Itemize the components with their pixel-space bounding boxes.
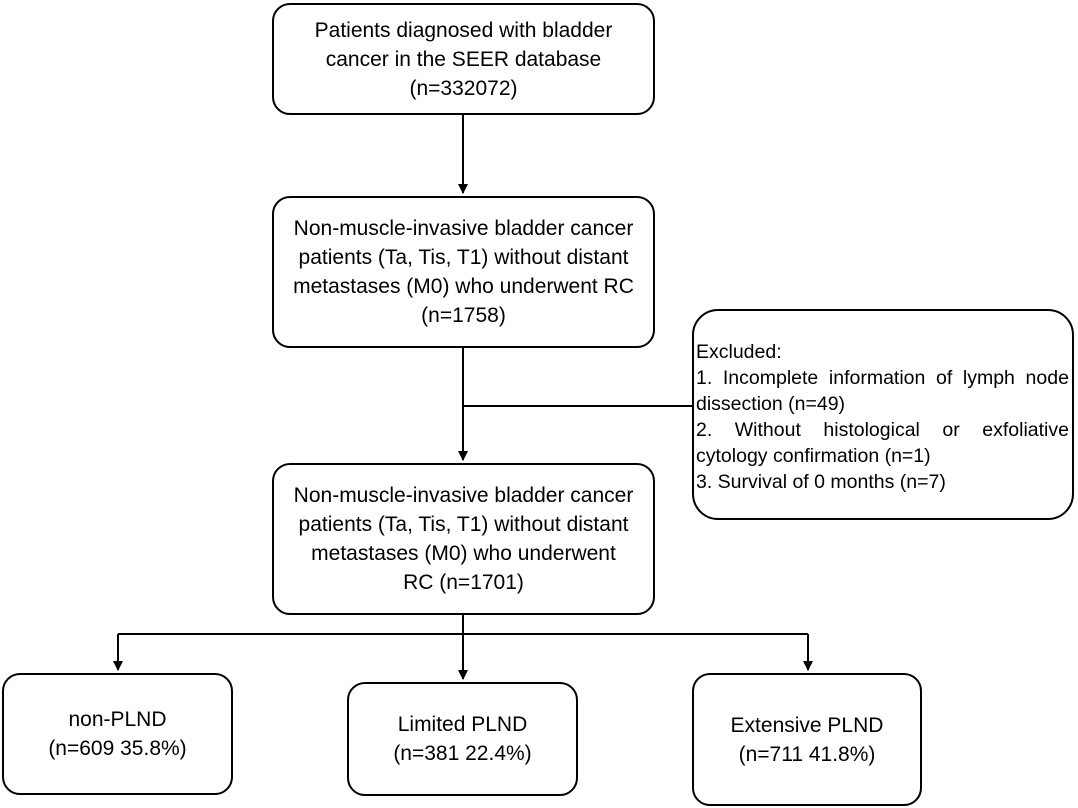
box-text-line: (n=1758): [421, 304, 506, 327]
box-text-line: Extensive PLND: [730, 713, 884, 737]
excluded-word: or: [942, 419, 960, 441]
box-non-plnd: non-PLND (n=609 35.8%): [2, 673, 233, 795]
box-text-line: Non-muscle-invasive bladder cancer: [293, 217, 634, 240]
box-text-line: patients (Ta, Tis, T1) without distant: [298, 513, 629, 536]
box-text-line: non-PLND: [68, 708, 167, 731]
excluded-item-3: 3. Survival of 0 months (n=7): [696, 471, 946, 493]
excluded-item-2-line-2: cytology confirmation (n=1): [696, 445, 931, 467]
box-text-line: (n=332072): [409, 76, 518, 100]
box-text-line: Non-muscle-invasive bladder cancer: [293, 484, 634, 507]
excluded-word: lymph: [962, 367, 1015, 389]
excluded-word: 2.: [696, 419, 713, 441]
box-text-line: Limited PLND: [397, 713, 528, 736]
excluded-word: of: [936, 367, 953, 389]
excluded-word: histological: [823, 419, 920, 441]
box-text-line: RC (n=1701): [403, 571, 524, 594]
box-text-line: metastases (M0) who underwent: [311, 542, 616, 565]
box-text-line: cancer in the SEER database: [325, 47, 602, 71]
box-extensive-plnd: Extensive PLND (n=711 41.8%): [692, 673, 922, 806]
box-final-cohort: Non-muscle-invasive bladder cancer patie…: [272, 463, 655, 615]
box-text-line: (n=711 41.8%): [738, 742, 876, 766]
box-limited-plnd: Limited PLND (n=381 22.4%): [347, 682, 578, 796]
box-text-line: (n=609 35.8%): [48, 737, 187, 760]
excluded-word: Without: [734, 419, 801, 441]
excluded-item-2-line-1: 2. Without histological or exfoliative: [696, 417, 1069, 443]
excluded-item-1-line-1: 1. Incomplete information of lymph node: [696, 365, 1069, 391]
box-excluded: Excluded: 1. Incomplete information of l…: [692, 309, 1074, 520]
box-text-line: (n=381 22.4%): [393, 742, 532, 765]
box-total-patients: Patients diagnosed with bladder cancer i…: [272, 3, 655, 115]
excluded-word: node: [1025, 367, 1069, 389]
connector-split-bar: [118, 615, 808, 635]
excluded-title: Excluded:: [696, 341, 782, 363]
excluded-word: 1.: [696, 367, 713, 389]
box-nmibc-rc-patients: Non-muscle-invasive bladder cancer patie…: [272, 196, 655, 348]
excluded-word: exfoliative: [982, 419, 1069, 441]
box-text-line: patients (Ta, Tis, T1) without distant: [298, 246, 629, 269]
excluded-item-1-line-2: dissection (n=49): [696, 393, 846, 415]
box-text-line: metastases (M0) who underwent RC: [293, 275, 634, 298]
box-text-line: Patients diagnosed with bladder: [314, 18, 613, 42]
excluded-word: information: [828, 367, 926, 389]
excluded-word: Incomplete: [722, 367, 819, 389]
